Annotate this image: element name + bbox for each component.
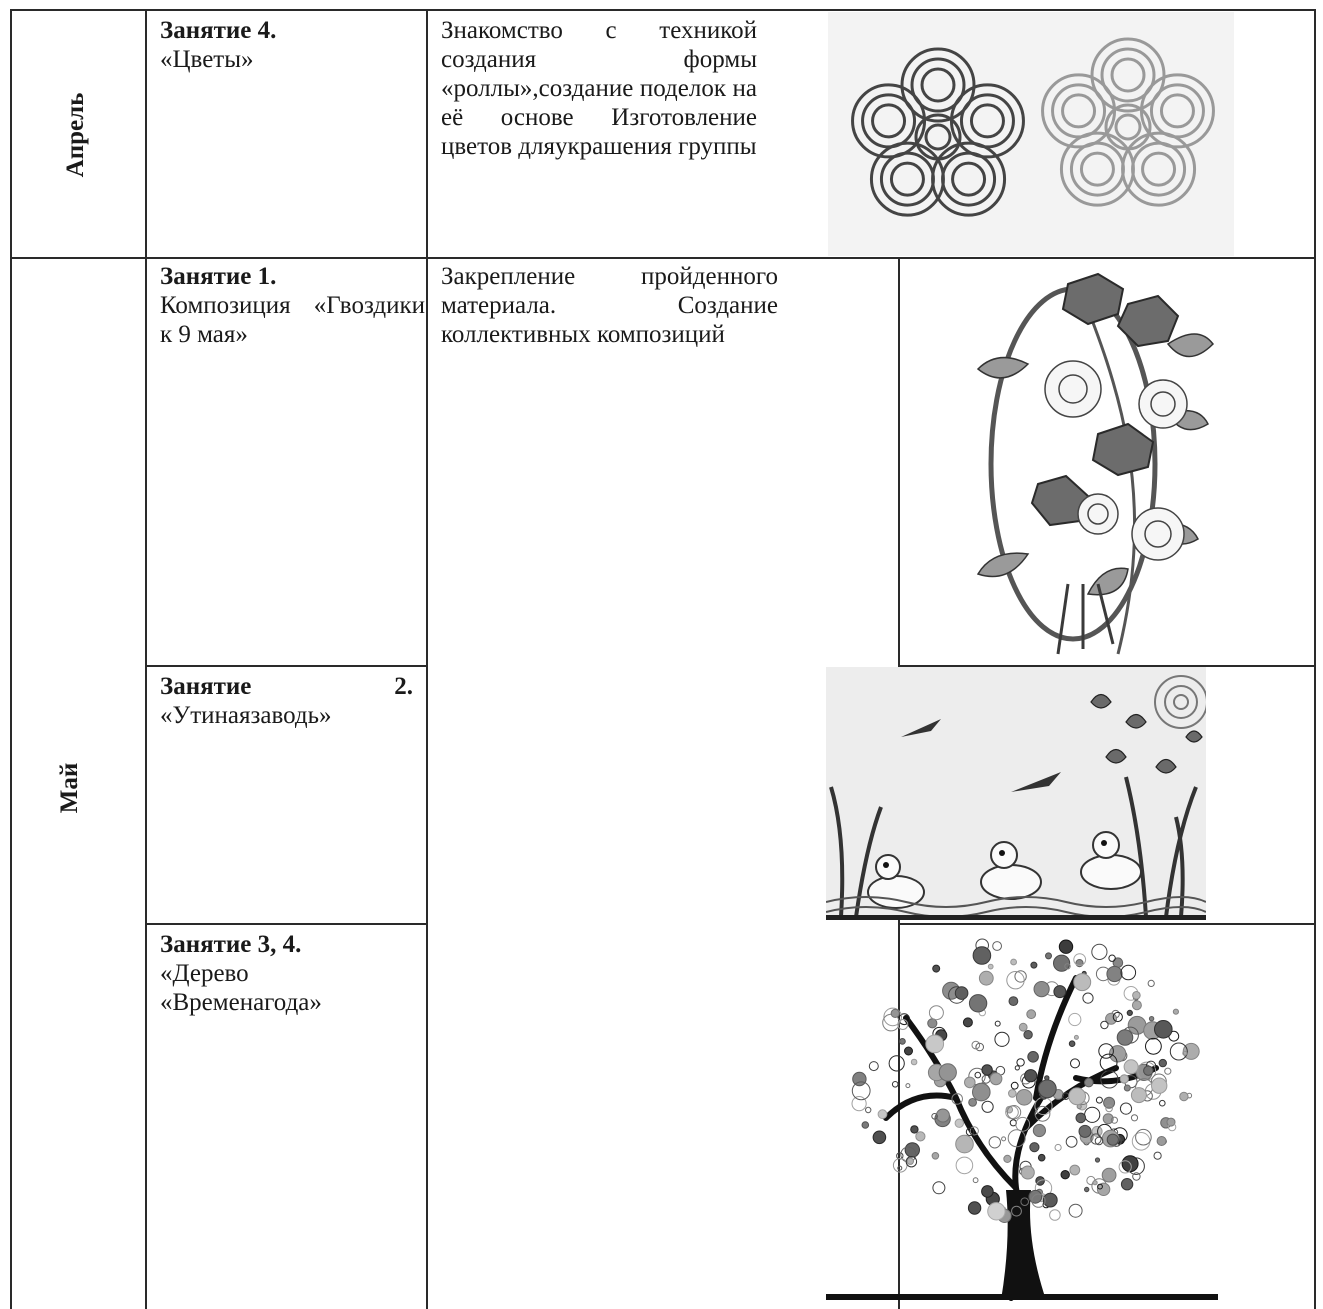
table-border-right (1314, 9, 1316, 1309)
col-divider-lesson (426, 9, 428, 1309)
roll-flower (851, 47, 1025, 217)
description-april: Знакомство с техникой создания формы «ро… (441, 17, 757, 160)
lesson-cell-april-4: Занятие 4. «Цветы» (160, 16, 415, 74)
lesson-cell-may-2: Занятие 2. «Утинаязаводь» (160, 672, 413, 730)
lesson-name: «Цветы» (160, 46, 254, 73)
lesson-title: Занятие 3, 4. (160, 931, 302, 958)
seasons-tree-image (826, 928, 1218, 1309)
table-border-left (10, 9, 12, 1309)
quilled-roll-flowers-image (828, 12, 1234, 256)
description-may: Закрепление пройденного материала. Созда… (441, 263, 778, 348)
lesson-title: Занятие 4. (160, 17, 277, 44)
lesson-name: Композиция «Гвоздики к 9 мая» (160, 292, 425, 348)
row-divider-may-2-3 (145, 923, 427, 925)
lesson-name: «Утинаязаводь» (160, 702, 332, 729)
row-divider-may-2-3-img (898, 923, 1315, 925)
month-april: Апрель (62, 92, 89, 178)
lesson-title: Занятие 2. (160, 673, 413, 700)
row-divider-may-1-2 (145, 665, 427, 667)
carnation-oval-composition-image (968, 264, 1228, 662)
duck-pond-quilling-image (826, 667, 1206, 920)
table-border-top (10, 9, 1315, 11)
roll-flower (1041, 37, 1215, 207)
lesson-name: «Дерево «Временагода» (160, 960, 322, 1016)
row-divider-may-1-2-img (898, 665, 1315, 667)
month-may: Май (56, 762, 83, 814)
lesson-title: Занятие 1. (160, 263, 277, 290)
lesson-cell-may-1: Занятие 1. Композиция «Гвоздики к 9 мая» (160, 262, 425, 349)
col-divider-month (145, 9, 147, 1309)
lesson-cell-may-3: Занятие 3, 4. «Дерево «Временагода» (160, 930, 415, 1017)
row-divider-april-may (10, 257, 1315, 259)
